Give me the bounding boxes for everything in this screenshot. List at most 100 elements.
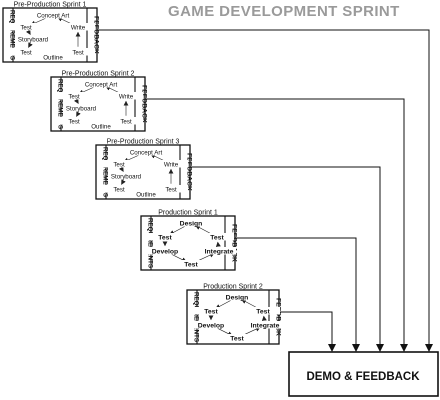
sprint-title: Pre-Production Sprint 2 (62, 71, 135, 78)
node-backdrop (36, 53, 70, 61)
cycle-node: Integrate (251, 322, 280, 329)
connector-sprint-2 (145, 98, 408, 352)
node-backdrop (220, 293, 254, 301)
connector-sprint-1 (97, 29, 433, 352)
diagram-title: GAME DEVELOPMENT SPRINT (168, 3, 400, 20)
node-backdrop (246, 307, 280, 315)
cycle-node: Outline (136, 191, 156, 198)
node-backdrop (154, 160, 188, 168)
node-backdrop (174, 260, 208, 268)
cycle-node: Integrate (205, 248, 234, 255)
sprint-title: Production Sprint 2 (203, 284, 263, 291)
connector-sprint-3 (190, 166, 384, 352)
cycle-arrow (28, 42, 33, 48)
node-backdrop (154, 185, 188, 193)
cycle-node: Write (119, 93, 134, 100)
node-backdrop (102, 160, 136, 168)
cycle-node: Outline (91, 123, 111, 130)
cycle-node: Design (226, 294, 249, 301)
cycle-node: Test (113, 186, 125, 193)
cycle-node: Concept Art (130, 149, 163, 156)
cycle-node: Concept Art (85, 81, 118, 88)
cycle-node: Test (230, 335, 244, 342)
feedback-label: FEEDBACK (141, 85, 148, 124)
sprint-title: Production Sprint 1 (158, 210, 218, 217)
cycle-arrow (76, 111, 81, 117)
node-backdrop (84, 122, 118, 130)
sprint-title: Pre-Production Sprint 1 (14, 2, 87, 9)
cycle-node: Develop (198, 322, 224, 329)
node-backdrop (57, 92, 91, 100)
requirements-label: REQUIREMENTS (57, 79, 64, 129)
cycle-node: Test (184, 261, 198, 268)
cycle-node: Test (256, 308, 270, 315)
node-backdrop (109, 92, 143, 100)
cycle-node: Outline (43, 54, 63, 61)
cycle-node: Test (68, 118, 80, 125)
node-backdrop (36, 11, 70, 19)
feedback-label: FEEDBACK (275, 298, 282, 337)
demo-feedback-group: DEMO & FEEDBACK (288, 351, 439, 397)
cycle-node: Storyboard (111, 173, 142, 180)
node-backdrop (64, 104, 98, 112)
node-backdrop (194, 321, 228, 329)
cycle-node: Test (158, 234, 172, 241)
feedback-label: FEEDBACK (93, 16, 100, 55)
sprint-title: Pre-Production Sprint 3 (107, 139, 180, 146)
node-backdrop (9, 48, 43, 56)
cycle-node: Storyboard (18, 36, 49, 43)
cycle-arrow (261, 315, 267, 321)
cycle-node: Write (71, 24, 86, 31)
cycle-node: Test (113, 161, 125, 168)
requirements-label: REQUIREMENTS (193, 292, 200, 342)
node-backdrop (200, 233, 234, 241)
requirements-label: REQUIREMENTS (147, 218, 154, 268)
requirements-label: REQUIREMENTS (102, 147, 109, 197)
connector-sprint-4 (235, 237, 360, 352)
node-backdrop (109, 172, 143, 180)
connector-arrows (97, 29, 433, 352)
feedback-label: FEEDBACK (186, 153, 193, 192)
node-backdrop (61, 48, 95, 56)
node-backdrop (109, 117, 143, 125)
node-backdrop (9, 23, 43, 31)
node-backdrop (174, 219, 208, 227)
node-backdrop (148, 247, 182, 255)
node-backdrop (57, 117, 91, 125)
cycle-node: Test (20, 49, 32, 56)
node-backdrop (194, 307, 228, 315)
feedback-label: FEEDBACK (231, 224, 238, 263)
cycle-arrow (73, 98, 79, 104)
demo-feedback-box (288, 351, 439, 397)
cycle-node: Storyboard (66, 105, 97, 112)
demo-feedback-label: DEMO & FEEDBACK (306, 371, 420, 383)
cycle-node: Test (68, 93, 80, 100)
cycle-arrow (118, 166, 124, 172)
node-backdrop (129, 148, 163, 156)
cycle-arrow (121, 179, 126, 185)
cycle-arrow (25, 29, 31, 35)
node-backdrop (61, 23, 95, 31)
cycle-node: Concept Art (37, 12, 70, 19)
cycle-node: Test (120, 118, 132, 125)
node-backdrop (220, 334, 254, 342)
cycle-node: Test (204, 308, 218, 315)
cycle-node: Write (164, 161, 179, 168)
connector-sprint-5 (279, 311, 336, 352)
cycle-arrow (215, 241, 221, 247)
node-backdrop (84, 80, 118, 88)
node-backdrop (16, 35, 50, 43)
node-backdrop (202, 247, 236, 255)
node-backdrop (248, 321, 282, 329)
node-backdrop (102, 185, 136, 193)
requirements-label: REQUIREMENTS (9, 10, 16, 60)
cycle-node: Test (20, 24, 32, 31)
cycle-node: Test (210, 234, 224, 241)
